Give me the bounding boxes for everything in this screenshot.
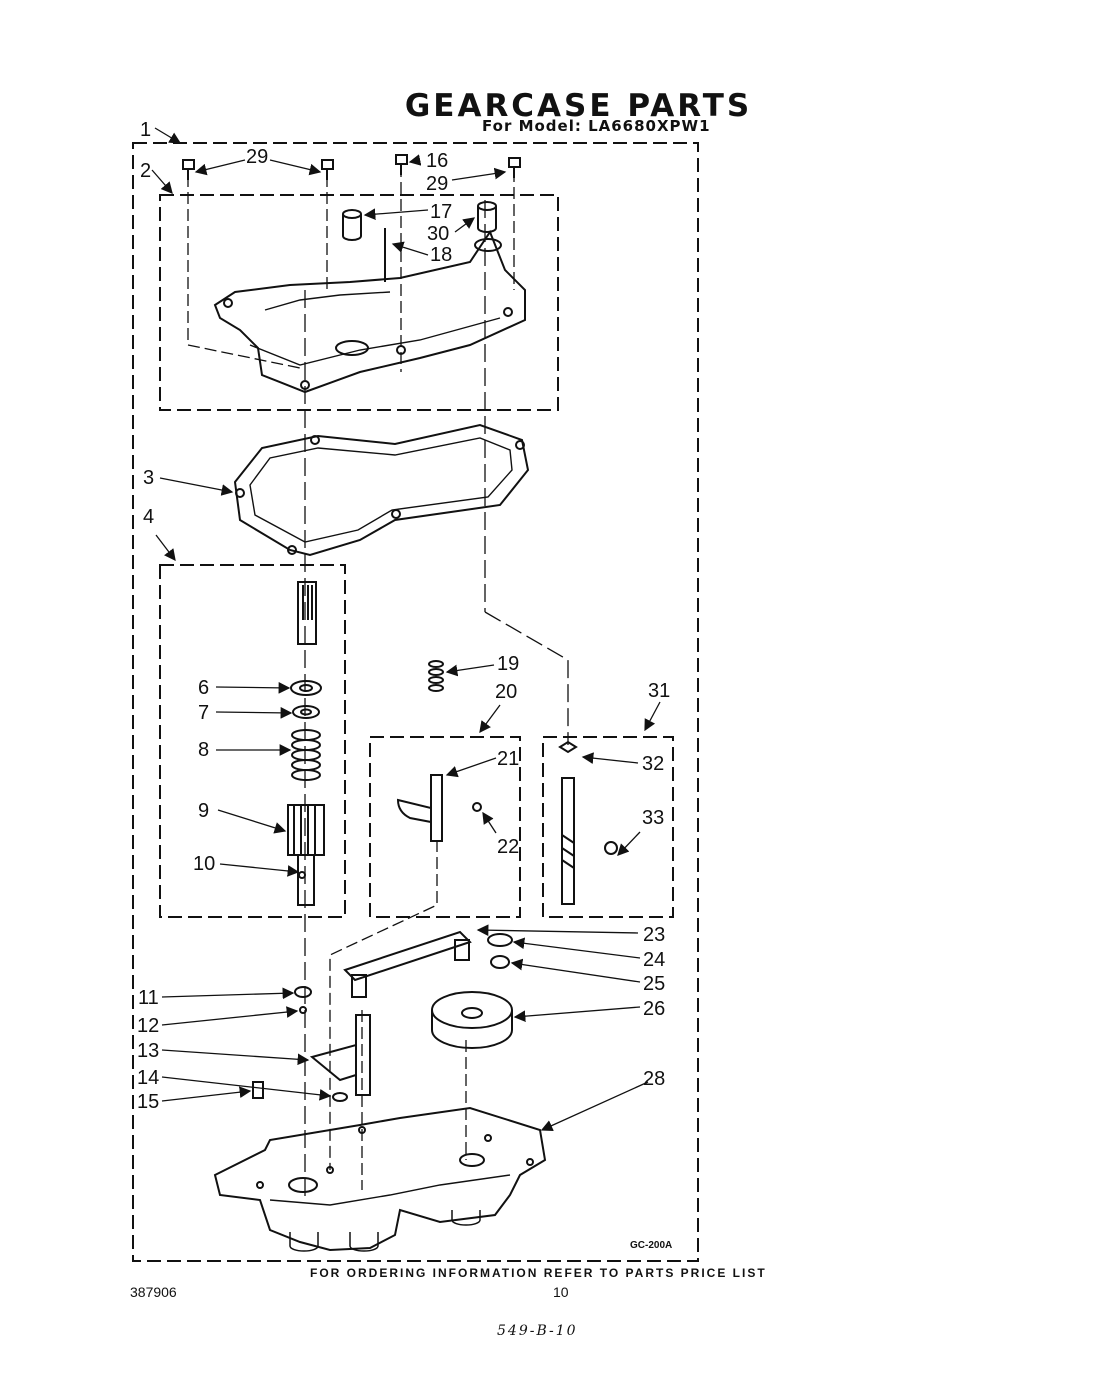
callout-11: 11 bbox=[138, 987, 159, 1009]
screw-16 bbox=[395, 154, 408, 175]
agitate-shaft-31 bbox=[558, 740, 578, 905]
screw-29-mid bbox=[321, 159, 334, 180]
callout-15: 15 bbox=[137, 1091, 159, 1113]
callout-29-top: 29 bbox=[246, 146, 268, 168]
bushing-30 bbox=[477, 201, 497, 233]
spring-8 bbox=[291, 729, 321, 781]
document-number: 387906 bbox=[130, 1284, 177, 1300]
pin-15 bbox=[252, 1081, 264, 1099]
callout-2: 2 bbox=[140, 160, 151, 182]
lever-13 bbox=[309, 1014, 371, 1096]
washer-25 bbox=[490, 955, 510, 969]
callout-1: 1 bbox=[140, 119, 151, 141]
ring-33 bbox=[604, 841, 618, 855]
pin-10 bbox=[298, 871, 306, 879]
ball-12 bbox=[299, 1006, 307, 1014]
callout-24: 24 bbox=[643, 949, 665, 971]
callout-9: 9 bbox=[198, 800, 209, 822]
bushing-17 bbox=[342, 209, 362, 241]
gearcase-gasket bbox=[233, 423, 530, 557]
ordering-note: FOR ORDERING INFORMATION REFER TO PARTS … bbox=[310, 1266, 767, 1280]
callout-26: 26 bbox=[643, 998, 665, 1020]
callout-33: 33 bbox=[642, 807, 664, 829]
diagram-code: GC-200A bbox=[630, 1240, 673, 1251]
pinion-group-box bbox=[542, 736, 674, 918]
callout-17: 17 bbox=[430, 201, 452, 223]
shaft-group-box bbox=[159, 564, 346, 918]
callout-12: 12 bbox=[137, 1015, 159, 1037]
washer-24 bbox=[487, 933, 513, 947]
callout-16: 16 bbox=[426, 150, 448, 172]
page-title: GEARCASE PARTS bbox=[404, 88, 753, 124]
callout-22: 22 bbox=[497, 836, 519, 858]
screw-29-left bbox=[182, 159, 195, 180]
shifter-group-box bbox=[369, 736, 521, 918]
splined-shaft-4 bbox=[297, 581, 317, 645]
callout-7: 7 bbox=[198, 702, 209, 724]
callout-25: 25 bbox=[643, 973, 665, 995]
washer-7 bbox=[292, 705, 320, 719]
callout-3: 3 bbox=[143, 467, 154, 489]
callout-10: 10 bbox=[193, 853, 215, 875]
gearcase-28 bbox=[213, 1106, 547, 1252]
callout-20: 20 bbox=[495, 681, 517, 703]
callout-6: 6 bbox=[198, 677, 209, 699]
pinion-gear-9 bbox=[287, 804, 325, 906]
handwritten-note: 549-B-10 bbox=[497, 1323, 578, 1339]
callout-31: 31 bbox=[648, 680, 670, 702]
main-gear-26 bbox=[431, 991, 513, 1049]
callout-29-right: 29 bbox=[426, 173, 448, 195]
callout-19: 19 bbox=[497, 653, 519, 675]
assembly-frame bbox=[132, 142, 699, 1262]
callout-18: 18 bbox=[430, 244, 452, 266]
callout-8: 8 bbox=[198, 739, 209, 761]
callout-4: 4 bbox=[143, 506, 154, 528]
gearcase-cover bbox=[213, 229, 526, 394]
callout-13: 13 bbox=[137, 1040, 159, 1062]
callout-21: 21 bbox=[497, 748, 519, 770]
clip-22 bbox=[472, 802, 482, 812]
seal-11 bbox=[294, 986, 312, 998]
cover-group-box bbox=[159, 194, 559, 411]
callout-32: 32 bbox=[642, 753, 664, 775]
washer-14 bbox=[332, 1092, 348, 1102]
screw-29-right bbox=[508, 157, 521, 178]
callout-14: 14 bbox=[137, 1067, 159, 1089]
callout-23: 23 bbox=[643, 924, 665, 946]
spring-19 bbox=[428, 660, 444, 692]
callout-30: 30 bbox=[427, 223, 449, 245]
page-number: 10 bbox=[553, 1284, 569, 1300]
shifter-fork-20 bbox=[396, 774, 443, 842]
seal-6 bbox=[290, 680, 322, 696]
callout-28: 28 bbox=[643, 1068, 665, 1090]
model-subtitle: For Model: LA6680XPW1 bbox=[482, 117, 711, 135]
